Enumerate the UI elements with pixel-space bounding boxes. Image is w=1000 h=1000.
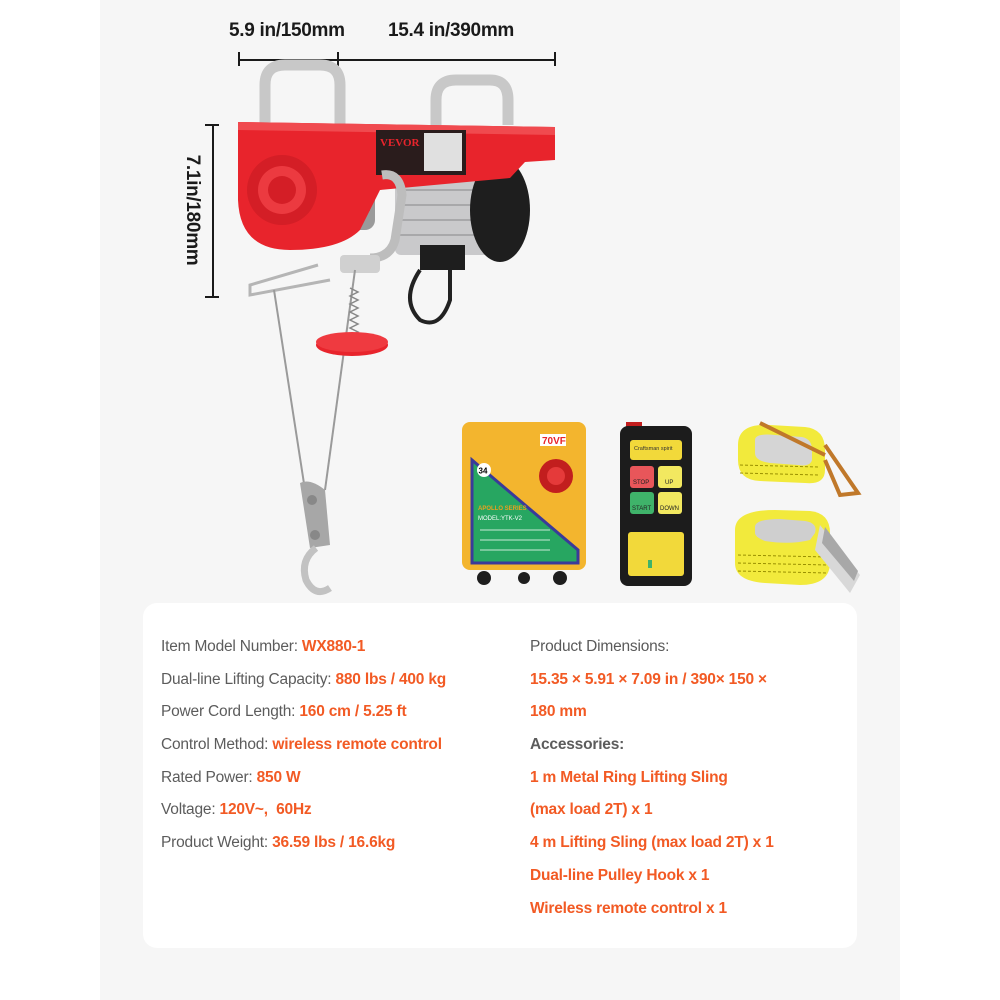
- height-dimension-line: [212, 124, 214, 298]
- remote-stop-label: STOP: [633, 480, 649, 486]
- receiver-series: APOLLO SERIES: [478, 506, 527, 512]
- spec-dimensions-value: 15.35 × 5.91 × 7.09 in / 390× 150 ×: [530, 670, 767, 688]
- depth-dimension-label: 5.9 in/150mm: [229, 20, 345, 41]
- spec-model-number: Item Model Number: WX880-1: [161, 638, 366, 655]
- dimension-tick: [205, 296, 219, 298]
- remote-header: Craftsman spirit: [634, 446, 673, 452]
- width-dimension-line: [238, 59, 555, 61]
- spec-card: Item Model Number: WX880-1 Dual-line Lif…: [143, 603, 857, 948]
- dimension-tick: [337, 52, 339, 66]
- spec-dimensions-label: Product Dimensions:: [530, 638, 670, 655]
- spec-rated-power: Rated Power: 850 W: [161, 768, 301, 786]
- dimension-tick: [238, 52, 240, 66]
- accessory-item: 4 m Lifting Sling (max load 2T) x 1: [530, 834, 774, 852]
- accessory-item: Wireless remote control x 1: [530, 899, 727, 917]
- accessory-item: 1 m Metal Ring Lifting Sling: [530, 768, 728, 786]
- spec-lifting-capacity: Dual-line Lifting Capacity: 880 lbs / 40…: [161, 670, 447, 688]
- remote-down-label: DOWN: [660, 506, 679, 512]
- spec-list-dimensions-accessories: Product Dimensions: 15.35 × 5.91 × 7.09 …: [530, 631, 774, 925]
- spec-dimensions-value-cont: 180 mm: [530, 703, 587, 721]
- length-dimension-label: 15.4 in/390mm: [388, 20, 515, 41]
- lifting-sling-image: [735, 510, 860, 593]
- accessory-item: (max load 2T) x 1: [530, 801, 653, 819]
- spec-control-method: Control Method: wireless remote control: [161, 736, 442, 754]
- receiver-model: MODEL:YTK-V2: [478, 516, 523, 522]
- receiver-badge: 70VF: [542, 436, 566, 447]
- remote-up-label: UP: [665, 480, 673, 486]
- dimension-tick: [554, 52, 556, 66]
- remote-start-label: START: [632, 506, 651, 512]
- height-dimension-label: 7.1in/180mm: [182, 154, 203, 266]
- spec-voltage: Voltage: 120V~, 60Hz: [161, 801, 312, 819]
- receiver-number: 34: [479, 467, 488, 476]
- dimension-tick: [205, 124, 219, 126]
- receiver-box-image: 70VF 34 APOLLO SERIES MODEL:YTK-V2: [462, 422, 586, 585]
- wireless-remote-image: Craftsman spirit STOP UP START DOWN: [620, 422, 692, 586]
- vevor-logo: VEVOR: [380, 137, 421, 149]
- accessories-heading: Accessories:: [530, 736, 625, 754]
- accessory-item: Dual-line Pulley Hook x 1: [530, 866, 710, 884]
- spec-power-cord-length: Power Cord Length: 160 cm / 5.25 ft: [161, 703, 407, 721]
- electric-hoist-image: VEVOR: [238, 59, 555, 596]
- spec-product-weight: Product Weight: 36.59 lbs / 16.6kg: [161, 834, 396, 852]
- metal-ring-sling-image: [738, 421, 862, 498]
- spec-list-main: Item Model Number: WX880-1 Dual-line Lif…: [161, 631, 446, 860]
